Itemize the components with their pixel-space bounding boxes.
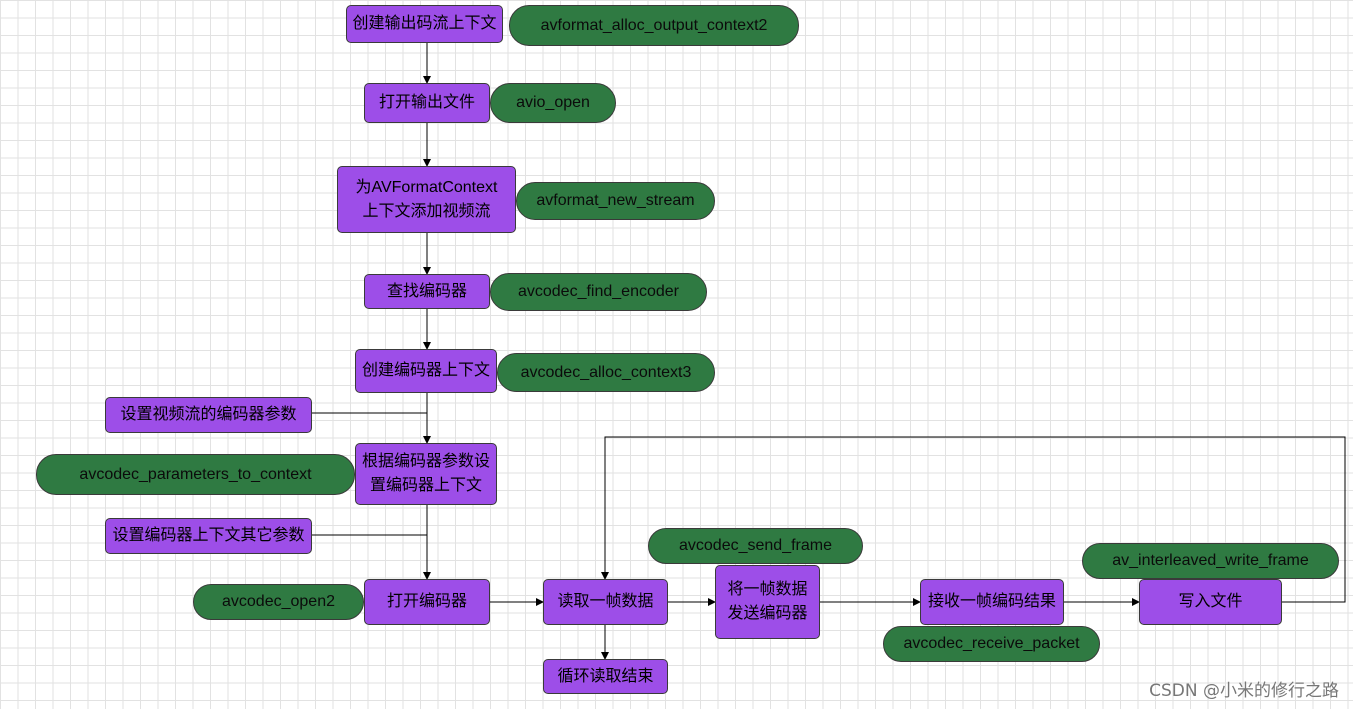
api-avcodec-open2: avcodec_open2 bbox=[193, 584, 364, 620]
step-send-frame-to-encoder: 将一帧数据 发送编码器 bbox=[715, 565, 820, 639]
step-open-encoder: 打开编码器 bbox=[364, 579, 490, 625]
api-av-interleaved-write-frame: av_interleaved_write_frame bbox=[1082, 543, 1339, 579]
api-avio-open: avio_open bbox=[490, 83, 616, 123]
api-avformat-alloc-output-context2: avformat_alloc_output_context2 bbox=[509, 5, 799, 46]
api-avcodec-receive-packet: avcodec_receive_packet bbox=[883, 626, 1100, 662]
step-find-encoder: 查找编码器 bbox=[364, 274, 490, 309]
step-read-frame: 读取一帧数据 bbox=[543, 579, 668, 625]
api-avcodec-find-encoder: avcodec_find_encoder bbox=[490, 273, 707, 311]
step-receive-packet: 接收一帧编码结果 bbox=[920, 579, 1064, 625]
step-set-context-from-params: 根据编码器参数设 置编码器上下文 bbox=[355, 443, 497, 505]
step-create-output-context: 创建输出码流上下文 bbox=[346, 5, 503, 43]
step-open-output-file: 打开输出文件 bbox=[364, 83, 490, 123]
api-avformat-new-stream: avformat_new_stream bbox=[516, 182, 715, 220]
api-avcodec-alloc-context3: avcodec_alloc_context3 bbox=[497, 353, 715, 392]
watermark: CSDN @小米的修行之路 bbox=[1149, 681, 1339, 701]
loop-back-connector bbox=[601, 436, 1346, 603]
step-loop-end: 循环读取结束 bbox=[543, 659, 668, 694]
api-avcodec-send-frame: avcodec_send_frame bbox=[648, 528, 863, 564]
api-avcodec-parameters-to-context: avcodec_parameters_to_context bbox=[36, 454, 355, 495]
step-set-stream-params: 设置视频流的编码器参数 bbox=[105, 397, 312, 433]
step-set-other-params: 设置编码器上下文其它参数 bbox=[105, 518, 312, 554]
step-create-encoder-context: 创建编码器上下文 bbox=[355, 349, 497, 393]
step-write-file: 写入文件 bbox=[1139, 579, 1282, 625]
step-add-video-stream: 为AVFormatContext 上下文添加视频流 bbox=[337, 166, 516, 233]
